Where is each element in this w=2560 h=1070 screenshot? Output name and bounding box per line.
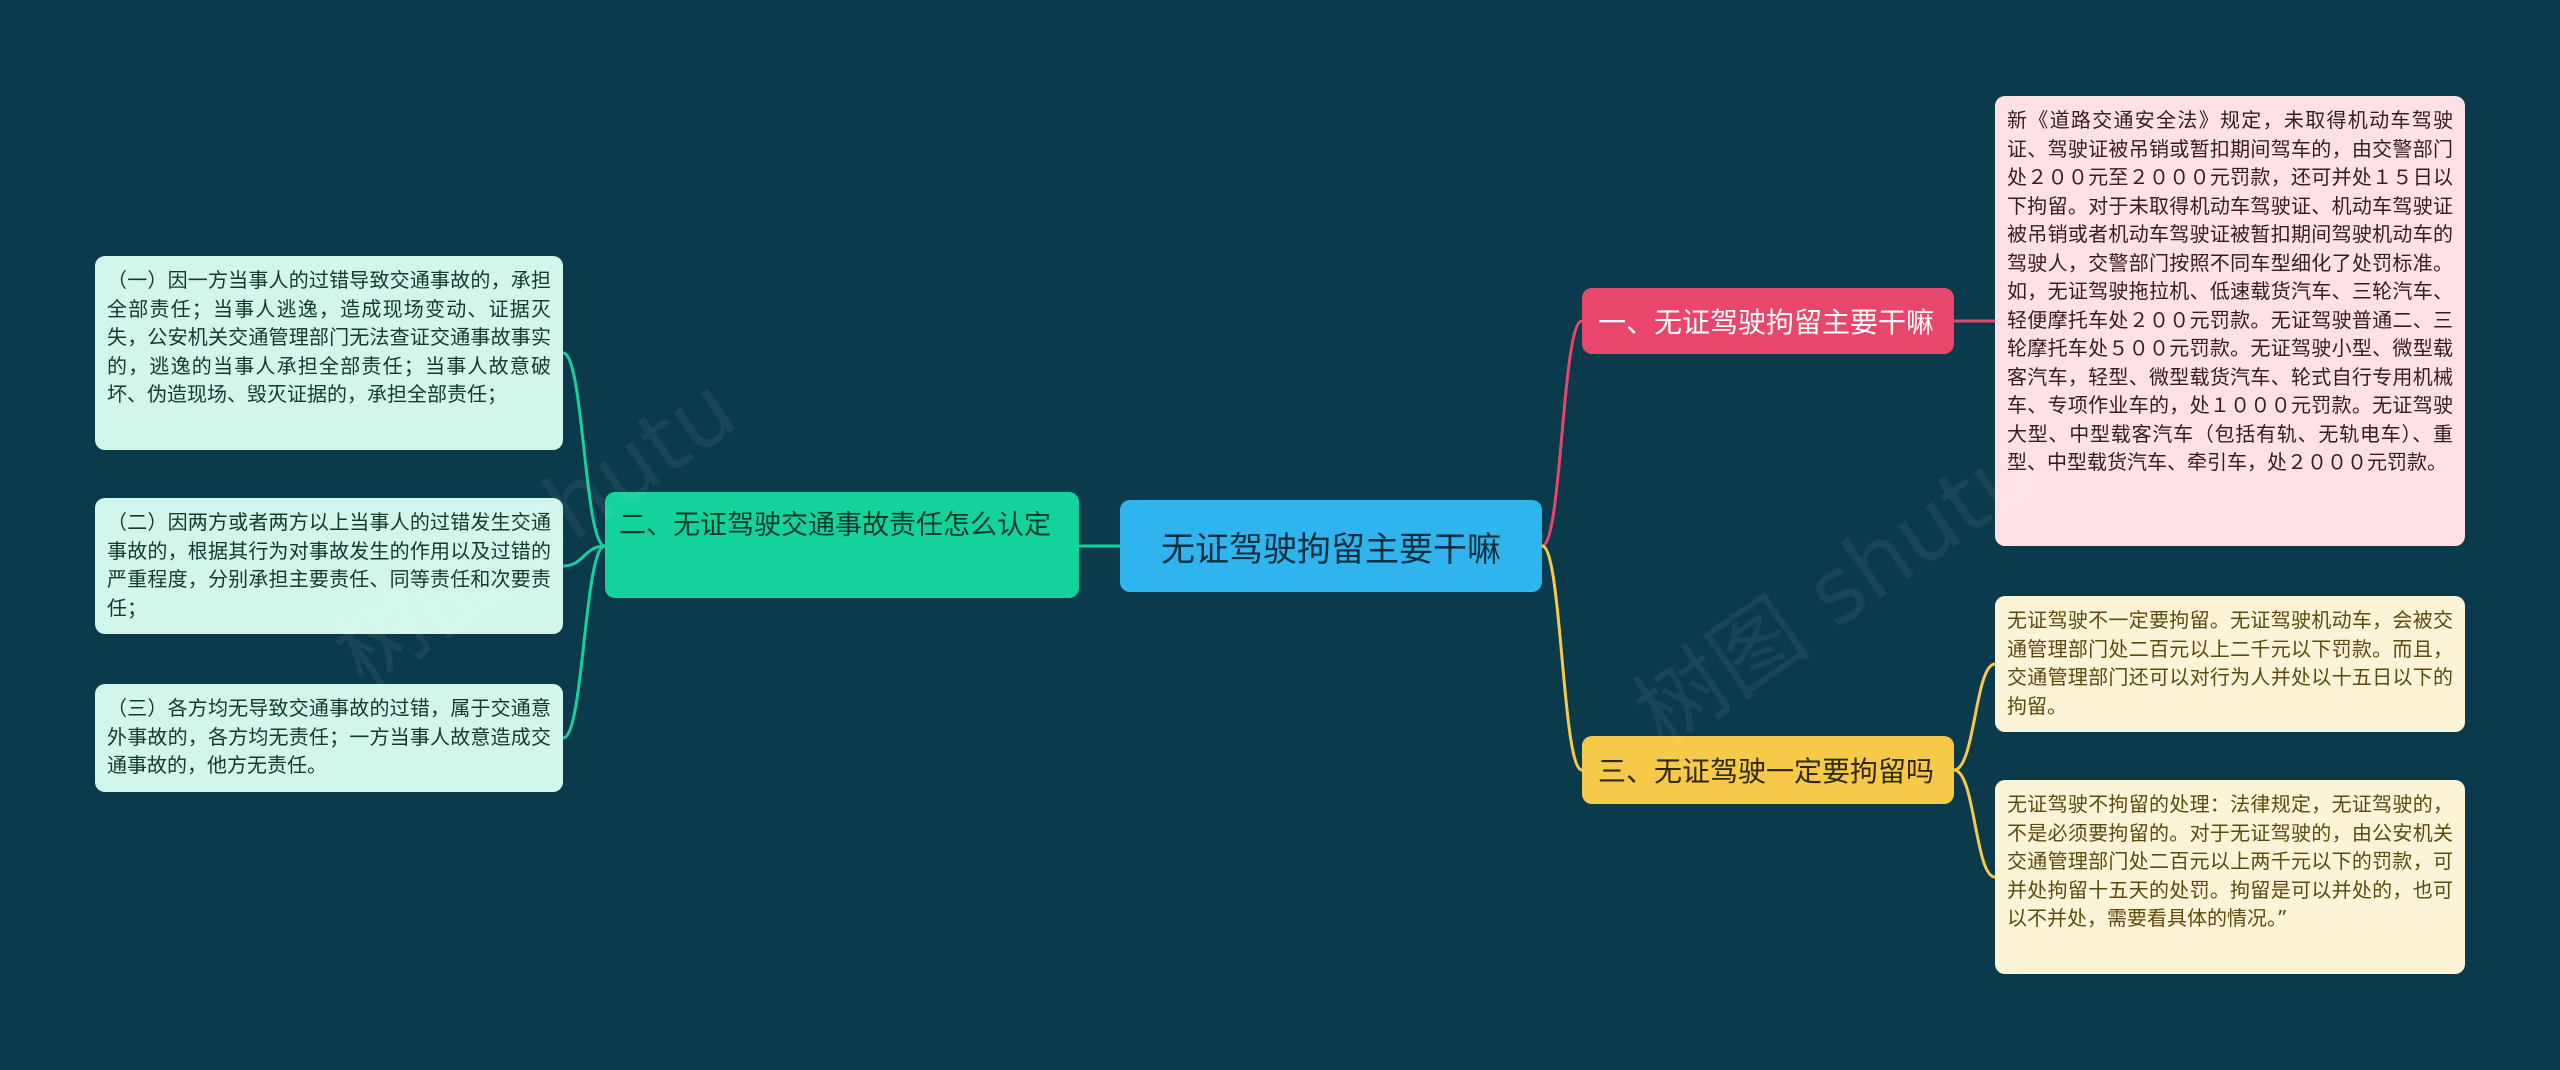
link-b2-leaf3 — [562, 544, 606, 740]
branch-1-label: 一、无证驾驶拘留主要干嘛 — [1598, 306, 1935, 339]
link-root-b3 — [1541, 544, 1583, 772]
branch-3-leaf-1[interactable]: 无证驾驶不一定要拘留。无证驾驶机动车，会被交通管理部门处二百元以上二千元以下罚款… — [1995, 596, 2465, 732]
link-b2-leaf2 — [562, 544, 606, 568]
branch-2-leaf-1[interactable]: （一）因一方当事人的过错导致交通事故的，承担全部责任；当事人逃逸，造成现场变动、… — [95, 256, 563, 450]
link-b3-leaf1 — [1953, 662, 1996, 772]
branch-2-label: 二、无证驾驶交通事故责任怎么认定 — [619, 510, 1051, 541]
link-root-b1 — [1541, 319, 1583, 548]
branch-2-leaf-1-text: （一）因一方当事人的过错导致交通事故的，承担全部责任；当事人逃逸，造成现场变动、… — [107, 268, 551, 406]
branch-2-leaf-3[interactable]: （三）各方均无导致交通事故的过错，属于交通意外事故的，各方均无责任；一方当事人故… — [95, 684, 563, 792]
branch-node-3[interactable]: 三、无证驾驶一定要拘留吗 — [1582, 736, 1954, 804]
branch-3-leaf-1-text: 无证驾驶不一定要拘留。无证驾驶机动车，会被交通管理部门处二百元以上二千元以下罚款… — [2007, 608, 2453, 718]
root-node[interactable]: 无证驾驶拘留主要干嘛 — [1120, 500, 1542, 592]
branch-node-2[interactable]: 二、无证驾驶交通事故责任怎么认定 — [605, 492, 1079, 598]
branch-1-leaf[interactable]: 新《道路交通安全法》规定，未取得机动车驾驶证、驾驶证被吊销或暂扣期间驾车的，由交… — [1995, 96, 2465, 546]
branch-3-leaf-2[interactable]: 无证驾驶不拘留的处理：法律规定，无证驾驶的，不是必须要拘留的。对于无证驾驶的，由… — [1995, 780, 2465, 974]
branch-1-leaf-text: 新《道路交通安全法》规定，未取得机动车驾驶证、驾驶证被吊销或暂扣期间驾车的，由交… — [2007, 108, 2453, 474]
branch-3-label: 三、无证驾驶一定要拘留吗 — [1598, 755, 1935, 788]
root-label: 无证驾驶拘留主要干嘛 — [1161, 529, 1501, 570]
branch-2-leaf-2-text: （二）因两方或者两方以上当事人的过错发生交通事故的，根据其行为对事故发生的作用以… — [107, 510, 551, 620]
link-b2-leaf1 — [562, 351, 606, 548]
branch-2-leaf-2[interactable]: （二）因两方或者两方以上当事人的过错发生交通事故的，根据其行为对事故发生的作用以… — [95, 498, 563, 634]
branch-node-1[interactable]: 一、无证驾驶拘留主要干嘛 — [1582, 288, 1954, 354]
branch-3-leaf-2-text: 无证驾驶不拘留的处理：法律规定，无证驾驶的，不是必须要拘留的。对于无证驾驶的，由… — [2007, 792, 2453, 930]
branch-2-leaf-3-text: （三）各方均无导致交通事故的过错，属于交通意外事故的，各方均无责任；一方当事人故… — [107, 696, 551, 777]
link-b3-leaf2 — [1953, 768, 1996, 879]
